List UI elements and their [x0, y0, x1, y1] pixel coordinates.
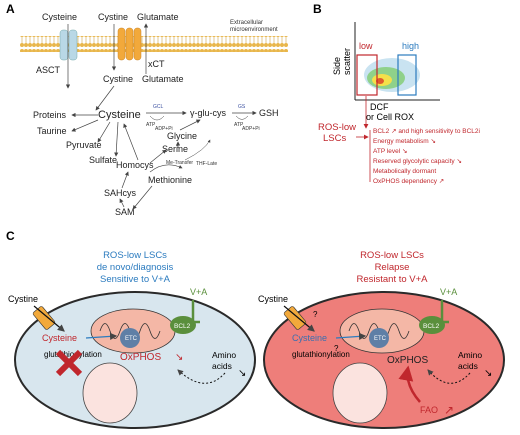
- right-fao-arrow: ↗: [444, 403, 454, 417]
- left-amino-label-1: Amino: [212, 350, 236, 360]
- glutamate-out-label: Glutamate: [142, 74, 184, 84]
- yaxis-label-2: scatter: [342, 48, 352, 75]
- cysteine-center-label: Cysteine: [98, 109, 141, 121]
- right-nucleus: [332, 362, 388, 424]
- thf-label: THF-Late: [196, 161, 217, 167]
- bullet-item: Metabolically dormant: [373, 168, 436, 175]
- ros-low-label-1: ROS-low: [318, 122, 356, 133]
- left-bcl2-label: BCL2: [174, 323, 191, 330]
- right-amino-label-1: Amino: [458, 350, 482, 360]
- sahcys-label: SAHcys: [104, 188, 137, 198]
- panel-c-letter: C: [6, 229, 15, 243]
- left-transporter: [32, 306, 56, 330]
- serine-label: Serine: [162, 144, 188, 154]
- right-bcl2-label: BCL2: [423, 323, 440, 330]
- xct-transporter-3: [133, 27, 142, 61]
- left-cystine-label: Cystine: [8, 294, 38, 304]
- right-glutathionylation-label: glutathionylation: [292, 350, 350, 359]
- xct-label: xCT: [148, 59, 165, 69]
- gamma-glu-cys-label: γ-glu-cys: [190, 108, 227, 118]
- gate-low-label: low: [359, 41, 373, 51]
- right-bcl2: [419, 316, 445, 334]
- right-cysteine-label: Cysteine: [292, 333, 327, 343]
- gcl-atp: ATP: [146, 122, 156, 128]
- right-amino-label-2: acids: [458, 361, 478, 371]
- left-etc-label: ETC: [125, 336, 138, 342]
- xct-transporter-1: [117, 27, 126, 61]
- right-title-2: Relapse: [375, 262, 410, 273]
- left-glutathionylation-label: glutathionylation: [44, 350, 102, 359]
- asct-label: ASCT: [36, 65, 61, 75]
- bullet-item: ATP level ↘: [373, 148, 407, 155]
- left-oxphos-label: OxPHOS: [120, 352, 161, 363]
- gs-label: GS: [238, 104, 246, 110]
- gsh-label: GSH: [259, 108, 279, 118]
- left-title-3: Sensitive to V+A: [100, 274, 171, 285]
- gate-high-label: high: [402, 41, 419, 51]
- pyruvate-label: Pyruvate: [66, 140, 102, 150]
- cysteine-top-label: Cysteine: [42, 12, 77, 22]
- left-title-1: ROS-low LSCs: [103, 250, 167, 261]
- panel-b-letter: B: [313, 2, 322, 16]
- bullet-item: OxPHOS dependency ↗: [373, 178, 444, 185]
- gs-adp: ADP+Pi: [242, 126, 260, 132]
- left-amino-label-2: acids: [212, 361, 232, 371]
- proteins-label: Proteins: [33, 110, 67, 120]
- bullet-item: Reserved glycolytic capacity ↘: [373, 158, 462, 165]
- panel-a-letter: A: [6, 2, 15, 16]
- left-cysteine-label: Cysteine: [42, 333, 77, 343]
- left-oxphos-arrow: ↘: [175, 352, 183, 363]
- gate-low: [356, 54, 378, 96]
- extracellular-label-1: Extracellular: [230, 20, 263, 26]
- gate-high: [397, 54, 417, 96]
- glutamate-top-label: Glutamate: [137, 12, 179, 22]
- gcl-label: GCL: [153, 104, 164, 110]
- sulfate-label: Sulfate: [89, 155, 117, 165]
- glycine-label: Glycine: [167, 131, 197, 141]
- right-amino-arrow: ↘: [484, 368, 492, 379]
- left-amino-arrow: ↘: [238, 368, 246, 379]
- left-bcl2: [170, 316, 196, 334]
- density-core: [376, 78, 384, 84]
- right-va-label: V+A: [440, 287, 457, 297]
- metransfer-label: Me-Transfer: [166, 160, 193, 166]
- cell-membrane: [20, 36, 288, 52]
- asct-transporter-right: [68, 29, 78, 61]
- taurine-label: Taurine: [37, 126, 67, 136]
- xaxis-label-1: DCF: [370, 102, 389, 112]
- right-cystine-label: Cystine: [258, 294, 288, 304]
- homocys-label: Homocys: [116, 160, 154, 170]
- left-etc: [120, 328, 140, 348]
- right-question-1: ?: [313, 310, 318, 319]
- yaxis-label-1: Side: [332, 57, 342, 75]
- left-blocked-x: [55, 349, 83, 377]
- right-fao-label: FAO: [420, 405, 438, 415]
- cystine-top-label: Cystine: [98, 12, 128, 22]
- left-title-2: de novo/diagnosis: [97, 262, 174, 273]
- gs-atp: ATP: [234, 122, 244, 128]
- extracellular-label-2: microenvironment: [230, 27, 278, 33]
- right-oxphos-label: OxPHOS: [387, 355, 428, 366]
- sam-label: SAM: [115, 207, 135, 217]
- ros-low-label-2: LSCs: [323, 133, 346, 144]
- gcl-adp: ADP+Pi: [155, 126, 173, 132]
- right-etc: [369, 328, 389, 348]
- xct-transporter-2: [125, 27, 134, 61]
- bullet-item: BCL2 ↗ and high sensitivity to BCL2i: [373, 128, 480, 135]
- asct-transporter-left: [59, 29, 69, 61]
- bullet-item: Energy metabolism ↘: [373, 138, 436, 145]
- right-question-2: ?: [334, 344, 339, 353]
- cystine-in-label: Cystine: [103, 74, 133, 84]
- right-title-1: ROS-low LSCs: [360, 250, 424, 261]
- methionine-label: Methionine: [148, 175, 192, 185]
- bullet-list: BCL2 ↗ and high sensitivity to BCL2i Ene…: [373, 128, 480, 185]
- left-nucleus: [82, 362, 138, 424]
- right-title-3: Resistant to V+A: [356, 274, 428, 285]
- xaxis-label-2: or Cell ROX: [366, 112, 414, 122]
- left-va-label: V+A: [190, 287, 207, 297]
- right-etc-label: ETC: [374, 336, 387, 342]
